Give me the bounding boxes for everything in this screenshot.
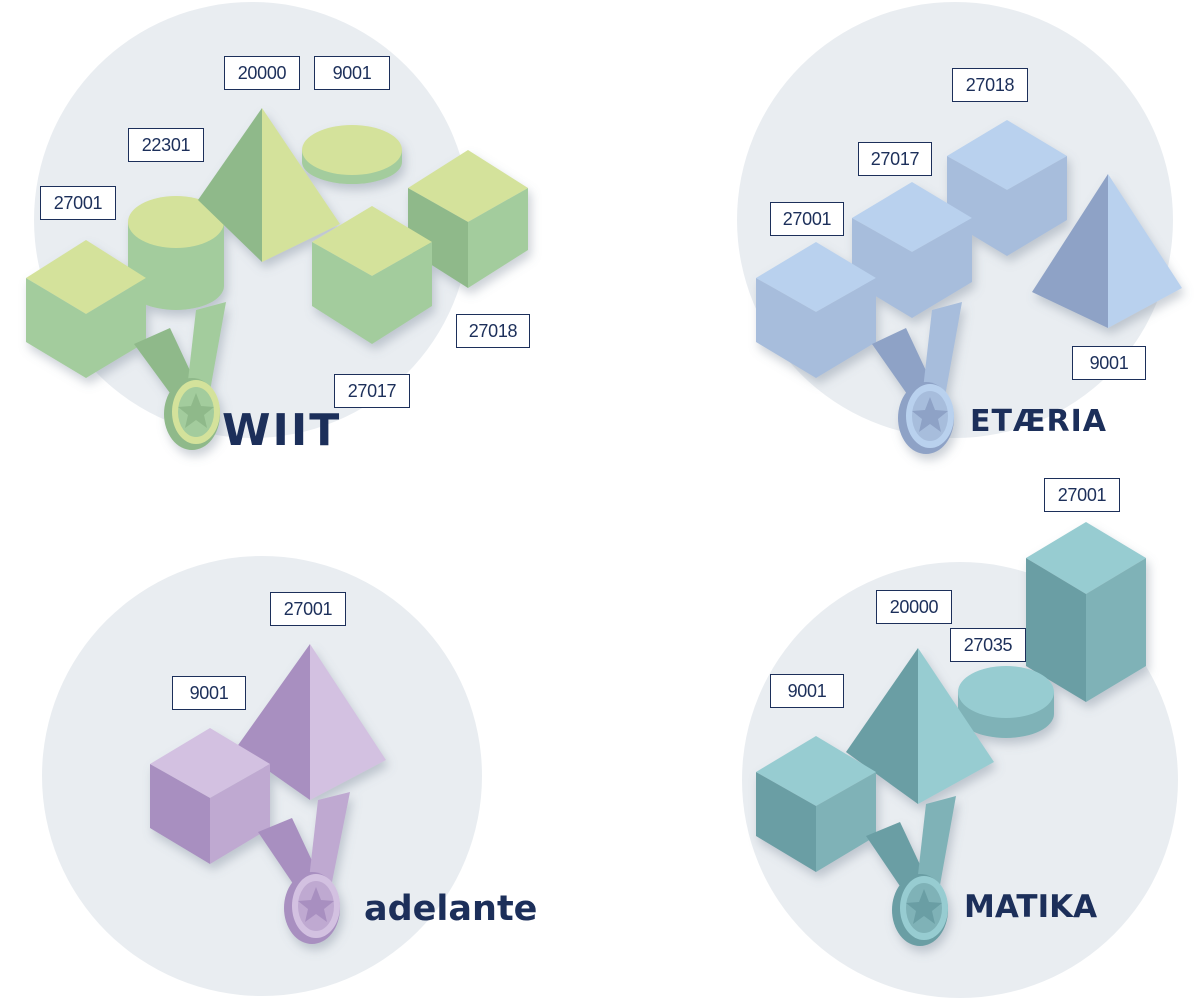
brand-logo-adelante: adelante bbox=[364, 889, 538, 929]
cylinder-shape bbox=[128, 196, 224, 310]
cube-shape bbox=[947, 120, 1067, 256]
cube-shape bbox=[852, 182, 972, 318]
medal-icon bbox=[866, 796, 956, 946]
group-matika bbox=[742, 522, 1178, 998]
standard-label: 27001 bbox=[270, 592, 346, 626]
cube-shape bbox=[150, 728, 270, 864]
brand-logo-wiit: WIIT bbox=[222, 405, 342, 456]
cube-shape bbox=[756, 736, 876, 872]
standard-label: 9001 bbox=[172, 676, 246, 710]
medal-icon bbox=[872, 302, 962, 454]
group-adelante bbox=[42, 556, 482, 996]
standard-label: 27001 bbox=[1044, 478, 1120, 512]
medal-icon bbox=[134, 302, 226, 450]
disc-shape bbox=[302, 125, 402, 184]
medal-icon bbox=[258, 792, 350, 944]
standard-label: 27018 bbox=[952, 68, 1028, 102]
standard-label: 27035 bbox=[950, 628, 1026, 662]
brand-logo-matika: MATIKA bbox=[964, 889, 1098, 925]
standard-label: 27001 bbox=[40, 186, 116, 220]
pyramid-shape bbox=[198, 108, 340, 262]
group-etaeria bbox=[737, 2, 1182, 454]
tall-box-shape bbox=[1026, 522, 1146, 702]
standard-label: 9001 bbox=[770, 674, 844, 708]
standard-label: 27001 bbox=[770, 202, 844, 236]
disc-shape bbox=[958, 666, 1054, 738]
group-wiit bbox=[26, 2, 528, 450]
standard-label: 9001 bbox=[1072, 346, 1146, 380]
cube-shape bbox=[26, 240, 146, 378]
cube-shape bbox=[756, 242, 876, 378]
brand-logo-etaeria: ETÆRIA bbox=[970, 404, 1107, 439]
standard-label: 9001 bbox=[314, 56, 390, 90]
standard-label: 22301 bbox=[128, 128, 204, 162]
cube-shape bbox=[408, 150, 528, 288]
standard-label: 27018 bbox=[456, 314, 530, 348]
pyramid-shape bbox=[1032, 174, 1182, 328]
standard-label: 20000 bbox=[224, 56, 300, 90]
standard-label: 27017 bbox=[334, 374, 410, 408]
standard-label: 27017 bbox=[858, 142, 932, 176]
cube-shape bbox=[312, 206, 432, 344]
standard-label: 20000 bbox=[876, 590, 952, 624]
